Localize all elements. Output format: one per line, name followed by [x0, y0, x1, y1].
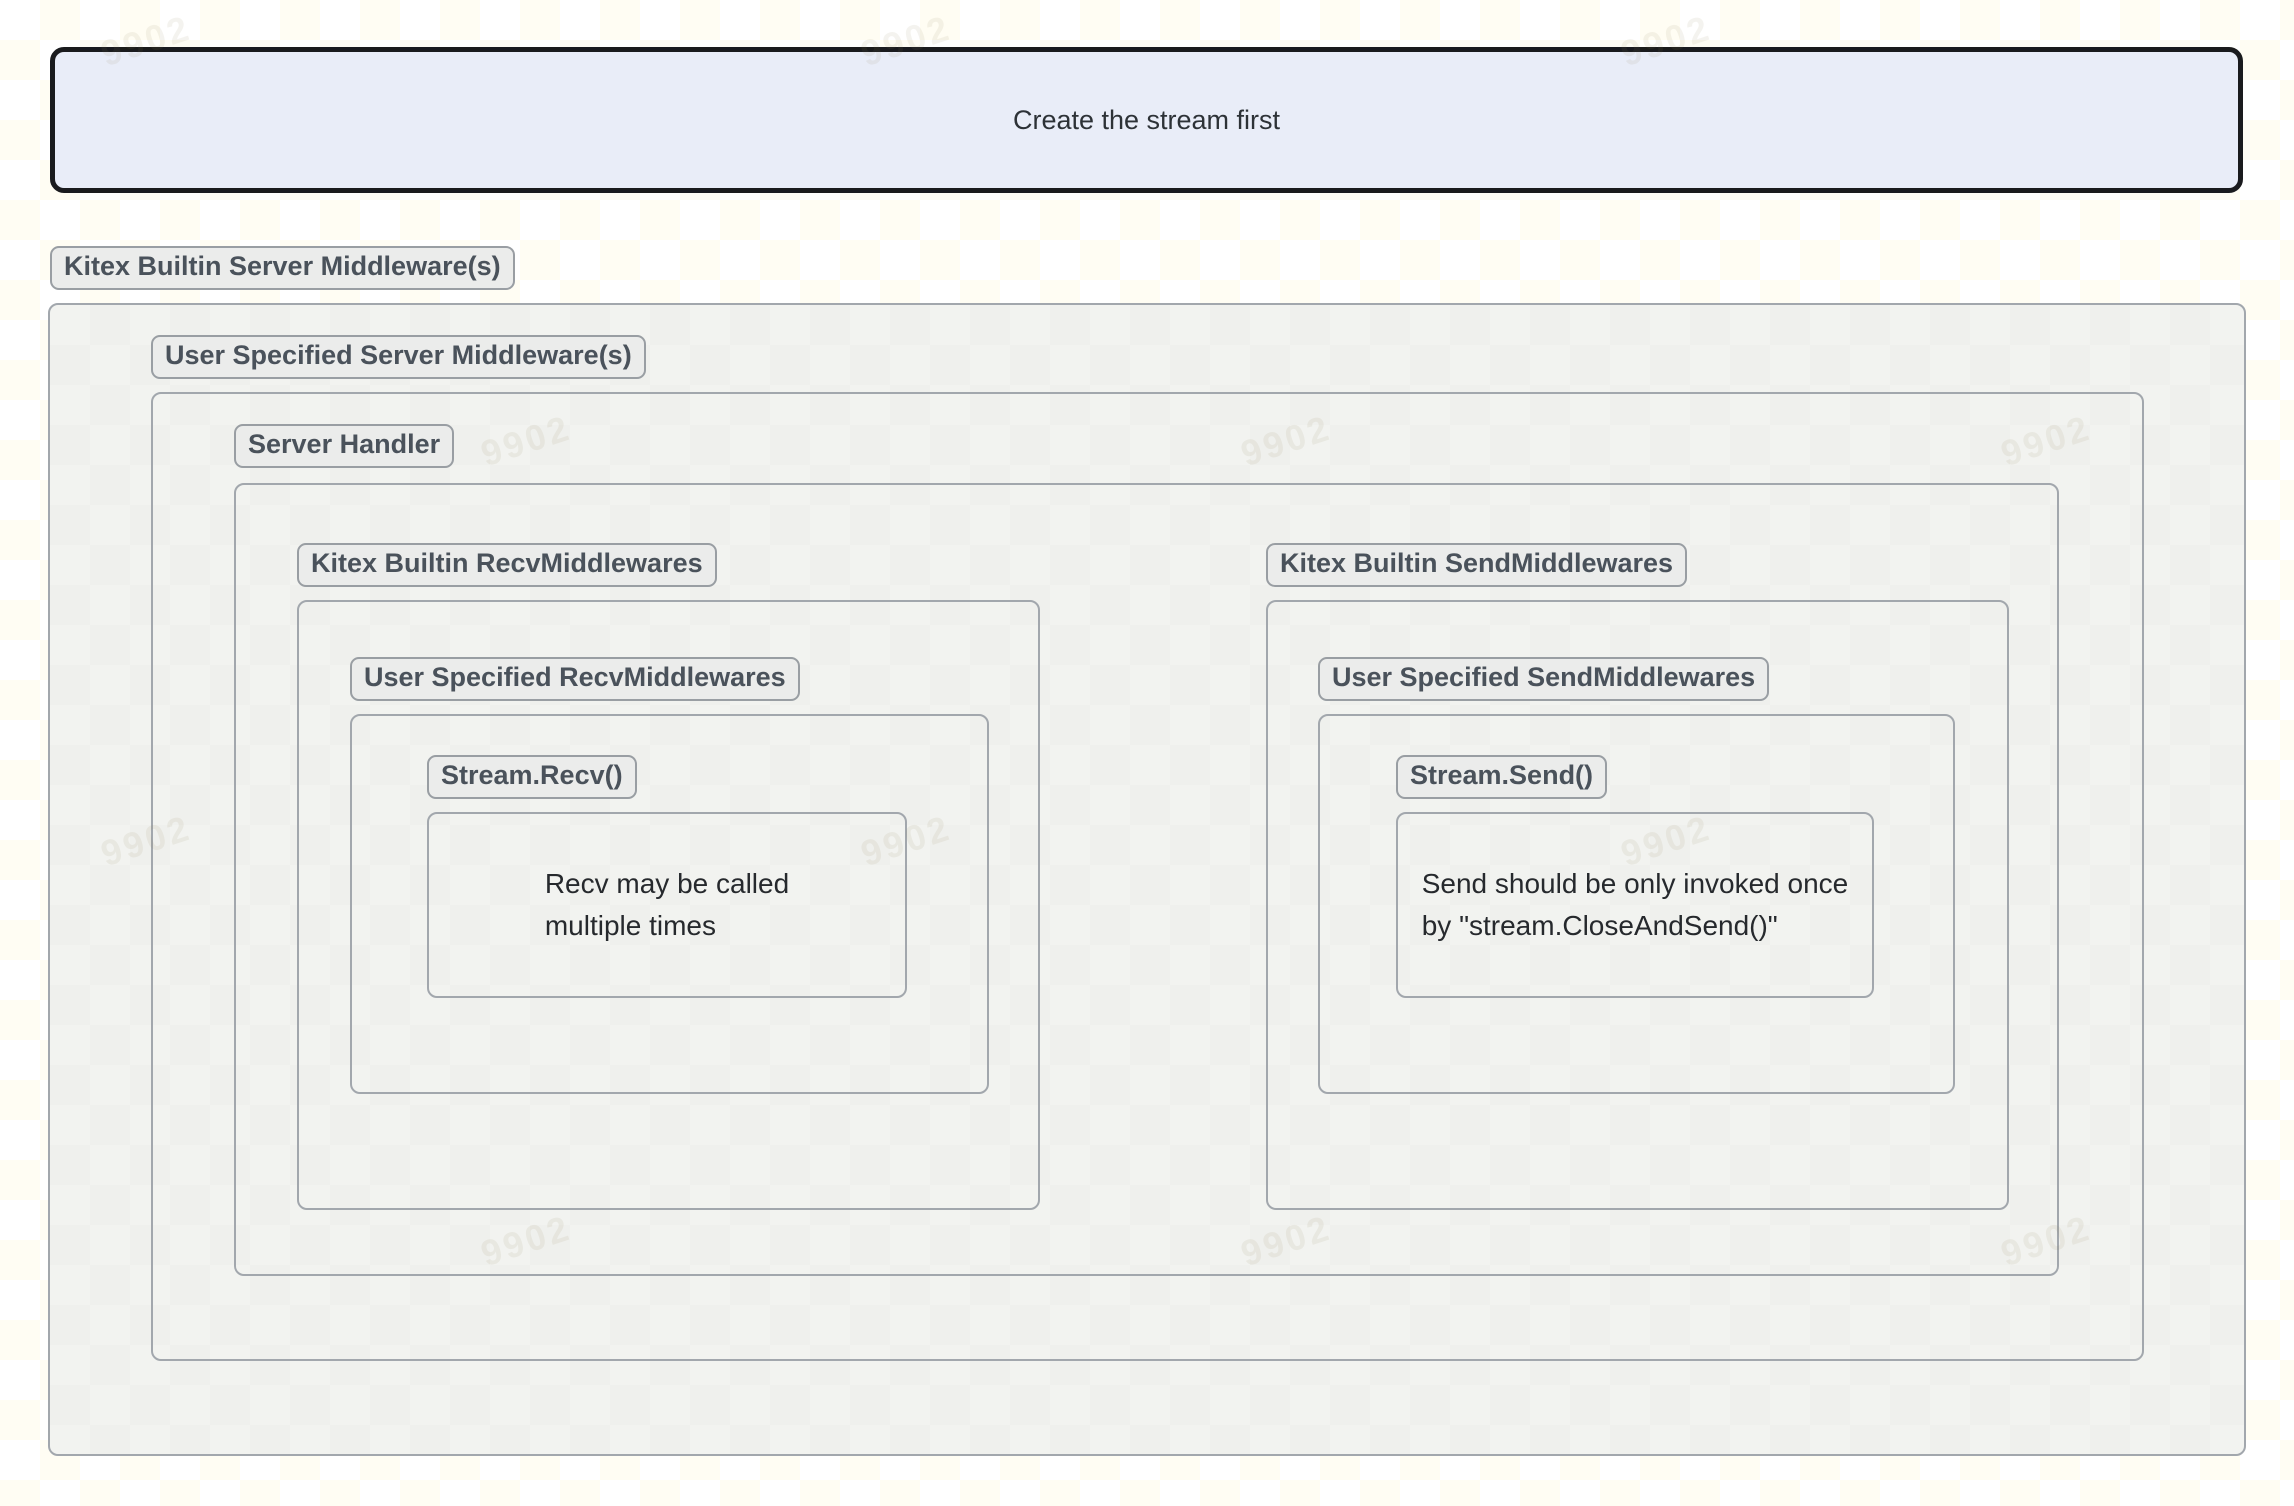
label-user-specified-send-middlewares: User Specified SendMiddlewares	[1318, 657, 1770, 701]
box-user-specified-server-middlewares: Server Handler Kitex Builtin RecvMiddlew…	[151, 392, 2144, 1361]
send-note-line-1: Send should be only invoked once	[1421, 868, 1849, 899]
label-stream-send: Stream.Send()	[1396, 755, 1608, 799]
recv-note-line-1: Recv may be called	[544, 868, 790, 899]
send-note-line-2: by "stream.CloseAndSend()"	[1421, 910, 1778, 941]
box-kitex-builtin-send-middlewares: User Specified SendMiddlewares Stream.Se…	[1266, 600, 2009, 1210]
box-server-handler: Kitex Builtin RecvMiddlewares User Speci…	[234, 483, 2059, 1276]
banner-box: Create the stream first	[50, 47, 2243, 193]
send-note: Send should be only invoked once by "str…	[1422, 863, 1849, 947]
label-kitex-builtin-send-middlewares: Kitex Builtin SendMiddlewares	[1266, 543, 1688, 587]
recv-note-line-2: multiple times	[544, 910, 716, 941]
label-server-handler: Server Handler	[234, 424, 455, 468]
recv-note: Recv may be called multiple times	[545, 863, 789, 947]
box-user-specified-recv-middlewares: Stream.Recv() Recv may be called multipl…	[350, 714, 989, 1094]
box-stream-send: Send should be only invoked once by "str…	[1396, 812, 1874, 998]
label-stream-recv: Stream.Recv()	[427, 755, 637, 799]
banner-label: Create the stream first	[1012, 104, 1281, 135]
box-stream-recv: Recv may be called multiple times	[427, 812, 907, 998]
label-user-specified-server-middlewares: User Specified Server Middleware(s)	[151, 335, 646, 379]
box-kitex-builtin-server-middlewares: User Specified Server Middleware(s) Serv…	[48, 303, 2246, 1456]
label-kitex-builtin-server-middlewares: Kitex Builtin Server Middleware(s)	[50, 246, 515, 290]
box-user-specified-send-middlewares: Stream.Send() Send should be only invoke…	[1318, 714, 1955, 1094]
label-user-specified-recv-middlewares: User Specified RecvMiddlewares	[350, 657, 800, 701]
label-kitex-builtin-recv-middlewares: Kitex Builtin RecvMiddlewares	[297, 543, 717, 587]
box-kitex-builtin-recv-middlewares: User Specified RecvMiddlewares Stream.Re…	[297, 600, 1040, 1210]
